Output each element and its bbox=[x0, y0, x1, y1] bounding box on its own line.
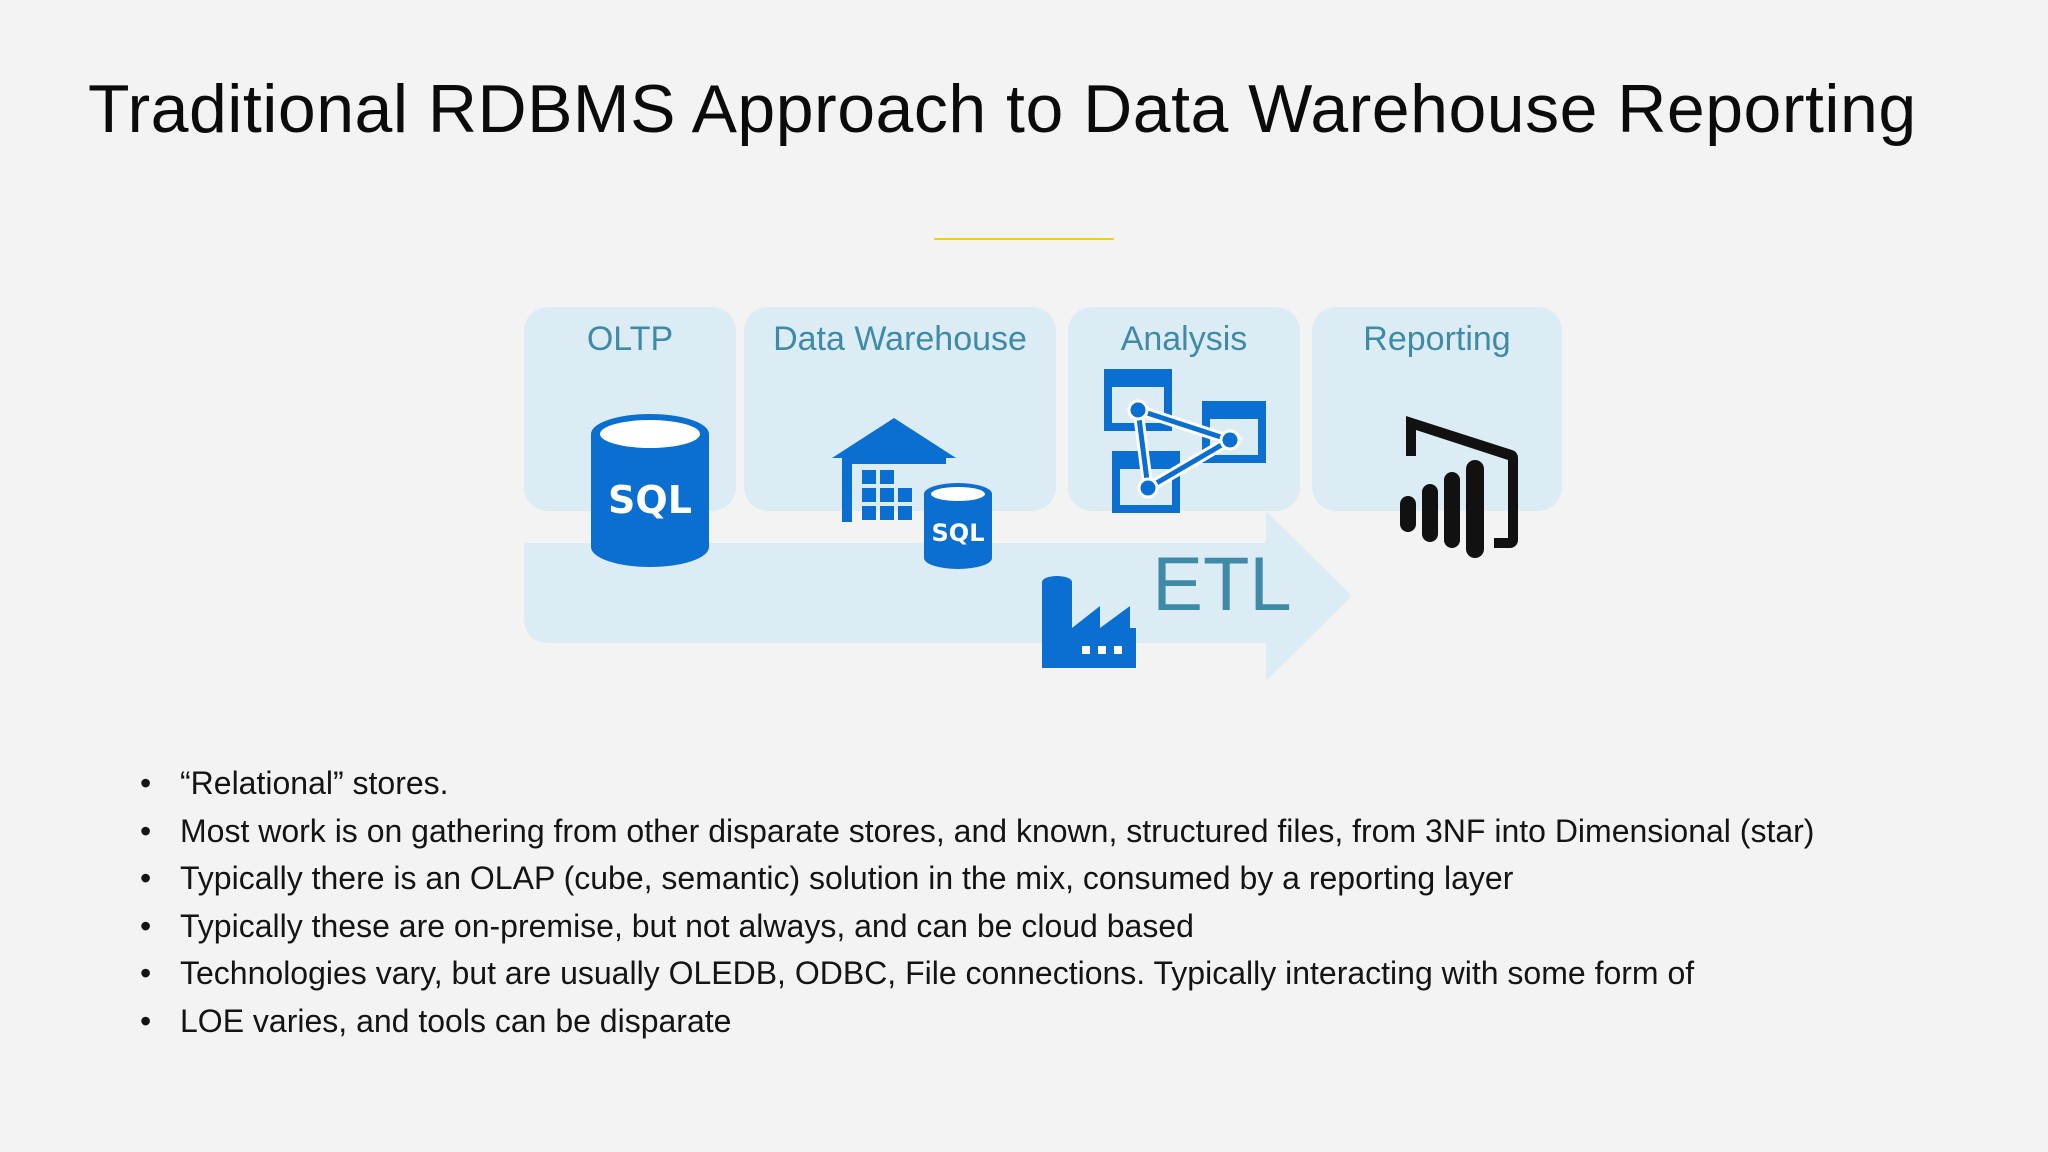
bullet-text: Technologies vary, but are usually OLEDB… bbox=[180, 955, 1695, 991]
bullet-marker: • bbox=[140, 955, 152, 991]
stage-label-oltp: OLTP bbox=[586, 320, 674, 358]
bullet-marker: • bbox=[140, 860, 152, 896]
data-factory-icon bbox=[1042, 576, 1136, 668]
bullet-marker: • bbox=[140, 907, 152, 944]
data-warehouse-icon: SQL bbox=[832, 418, 992, 569]
stage-label-reporting: Reporting bbox=[1363, 320, 1511, 358]
bullet-item: • Technologies vary, but are usually OLED… bbox=[140, 950, 1814, 998]
etl-label: ETL bbox=[1152, 542, 1291, 627]
bullet-marker: • bbox=[140, 812, 152, 849]
bullet-item: • Typically these are on-premise, but not… bbox=[140, 903, 1814, 951]
bullet-marker: • bbox=[140, 765, 152, 801]
sql-database-icon: SQL bbox=[591, 414, 709, 567]
sql-badge-warehouse: SQL bbox=[932, 519, 985, 547]
bullet-text: LOE varies, and tools can be disparate bbox=[180, 1002, 732, 1039]
stage-label-data-warehouse: Data Warehouse bbox=[773, 320, 1027, 358]
bullet-item: • LOE varies, and tools can be disparate bbox=[140, 998, 1814, 1046]
bullet-item: • “Relational” stores. bbox=[140, 760, 1814, 808]
stage-label-analysis: Analysis bbox=[1120, 320, 1248, 358]
power-bi-icon bbox=[1400, 416, 1519, 558]
slide-title: Traditional RDBMS Approach to Data Wareh… bbox=[88, 71, 1917, 147]
stage-panel-data-warehouse bbox=[744, 307, 1056, 511]
etl-arrow bbox=[524, 511, 1352, 681]
title-accent-line bbox=[934, 238, 1114, 240]
bullet-text: Most work is on gathering from other dis… bbox=[180, 812, 1815, 849]
bullet-item: • Most work is on gathering from other di… bbox=[140, 808, 1814, 856]
sql-badge-oltp: SQL bbox=[608, 478, 692, 522]
bullet-list: • “Relational” stores. • Most work is on g… bbox=[140, 760, 1814, 1045]
stage-panel-reporting bbox=[1312, 307, 1562, 511]
bullet-text: Typically there is an OLAP (cube, semant… bbox=[180, 860, 1514, 896]
bullet-text: Typically these are on-premise, but not … bbox=[180, 907, 1194, 944]
bullet-item: • Typically there is an OLAP (cube, seman… bbox=[140, 855, 1814, 903]
analysis-services-icon bbox=[1104, 369, 1266, 513]
bullet-marker: • bbox=[140, 1002, 152, 1039]
bullet-text: “Relational” stores. bbox=[180, 765, 449, 801]
